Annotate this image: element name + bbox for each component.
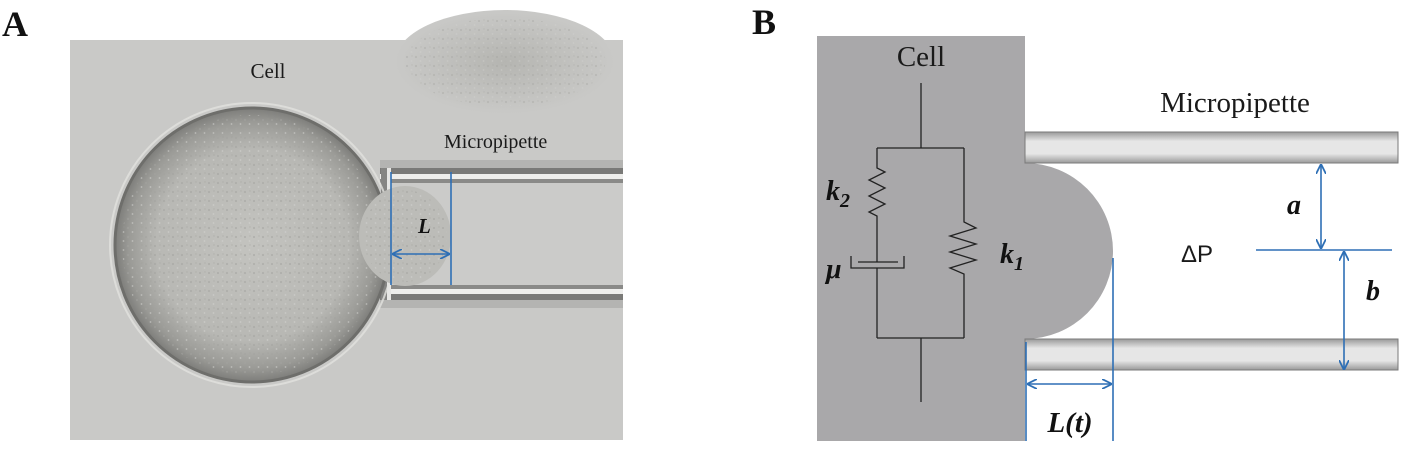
micrograph-cell [109, 102, 451, 388]
panel-b-letter: B [752, 2, 776, 42]
panel-b: B [752, 2, 1399, 441]
length-marker-a [390, 172, 452, 285]
viscoelastic-model [850, 83, 979, 402]
b-label: b [1366, 276, 1380, 307]
lt-label: L(t) [1046, 407, 1092, 439]
a-label: a [1287, 190, 1301, 221]
k1-main: k [1000, 239, 1014, 270]
panel-a-length-label: L [417, 214, 431, 238]
k2-main: k [826, 176, 840, 207]
k1-label: k1 [1000, 239, 1024, 275]
k2-label: k2 [826, 176, 850, 212]
dimension-lines [1025, 165, 1392, 441]
spring-k1 [947, 148, 979, 338]
panel-b-pipette-label: Micropipette [1160, 87, 1310, 119]
k2-sub: 2 [839, 190, 850, 212]
pipette-top-wall [1024, 131, 1399, 164]
cell-bulge [1025, 163, 1113, 339]
spring-k2 [867, 148, 887, 248]
mu-label: μ [824, 254, 842, 285]
micrograph [70, 10, 623, 440]
pipette-bottom-wall [1024, 338, 1399, 371]
k1-sub: 1 [1014, 253, 1024, 275]
neighbor-cell-texture [405, 18, 605, 106]
dashpot-mu [850, 248, 905, 338]
panel-b-cell-label: Cell [897, 41, 945, 73]
panel-a-letter: A [2, 4, 28, 44]
panel-a-cell-label: Cell [251, 59, 286, 83]
pressure-label: ΔP [1181, 241, 1213, 268]
panel-a: A [2, 4, 623, 440]
cell-block [817, 36, 1113, 441]
panel-a-pipette-label: Micropipette [444, 131, 547, 153]
